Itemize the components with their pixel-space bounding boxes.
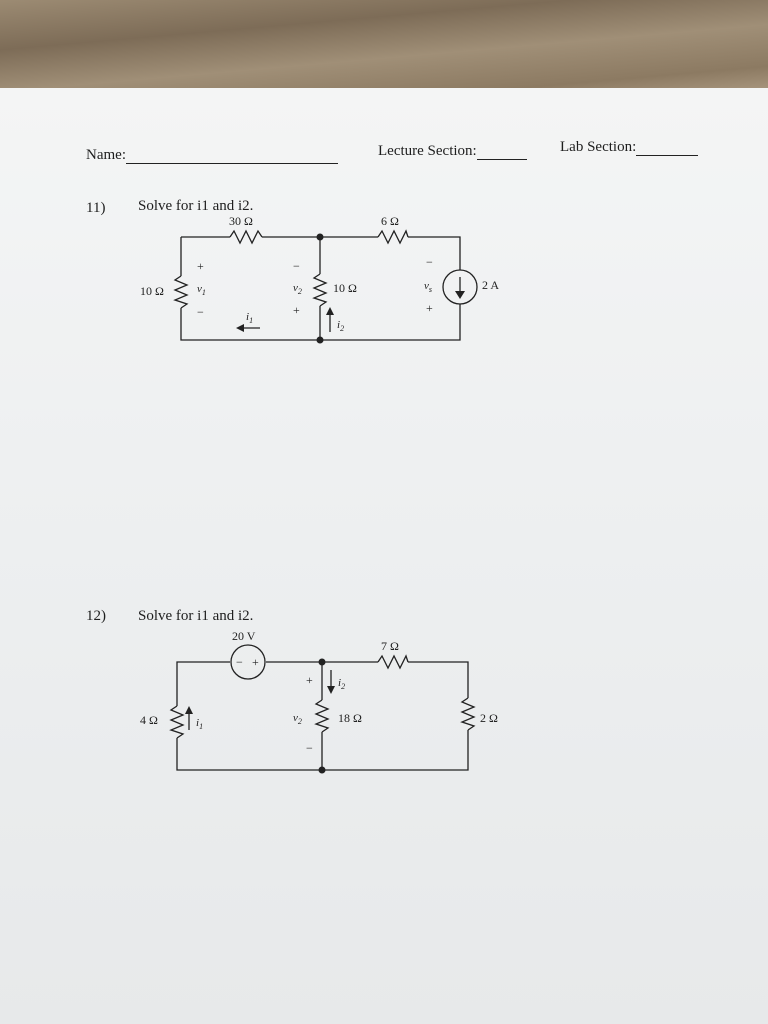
c12-label-20V: 20 V [232,629,256,643]
c11-vs-label: vs [424,280,432,294]
c12-label-18ohm: 18 Ω [338,711,362,725]
c12-source-minus: − [236,655,243,669]
c12-i1-label: i1 [196,717,203,731]
c11-resistor-6 [377,229,409,245]
c12-label-4ohm: 4 Ω [140,713,158,727]
circuit-12-diagram: 20 V − + 7 Ω 4 Ω 18 Ω 2 Ω + − v2 i1 i2 [140,629,498,774]
c11-node-bottom [316,336,324,344]
c11-v2-label: v2 [293,282,302,296]
c12-resistor-4 [169,705,185,739]
c11-v1-plus: + [197,259,204,273]
lecture-section-field: Lecture Section: [378,143,527,160]
c12-voltage-source [230,644,266,680]
c11-v2-plus: + [293,303,300,317]
lab-section-label: Lab Section: [560,139,637,155]
c11-label-mid-10ohm: 10 Ω [333,281,357,295]
lecture-section-label: Lecture Section: [378,143,477,159]
c11-resistor-30 [229,229,263,245]
c12-node-top [318,658,326,666]
c11-label-2A: 2 A [482,278,499,292]
c11-source-arrow-head [455,291,465,299]
c12-i1-arrow-head [185,706,193,714]
c11-i2-label: i2 [337,319,344,333]
c11-resistor-left-10 [173,275,189,309]
c12-wire-left-top [176,661,230,706]
c11-i2-arrow-head [326,307,334,315]
c11-i1-arrow-head [236,324,244,332]
c11-label-30ohm: 30 Ω [229,214,253,228]
c12-resistor-7 [377,654,409,670]
c12-resistor-18 [314,699,330,733]
c11-current-source [442,269,478,305]
c12-label-7ohm: 7 Ω [381,639,399,653]
lecture-section-blank[interactable] [476,159,527,160]
c11-i1-label: i1 [246,311,253,325]
c11-vs-minus: − [426,255,433,269]
c12-label-2ohm: 2 Ω [480,711,498,725]
problem-12-prompt: Solve for i1 and i2. [138,608,254,624]
problem-12-number: 12) [86,608,106,624]
c11-wire-right-top [408,236,461,270]
c12-i2-label: i2 [338,677,345,691]
name-label: Name: [86,147,126,163]
c11-node-top [316,233,324,241]
c12-wire-right-top [408,661,469,698]
problem-11-number: 11) [86,200,106,216]
c11-v1-label: v1 [197,283,206,297]
worksheet-paper: Name: Lecture Section: Lab Section: 11) … [0,88,768,1024]
c11-label-left-10ohm: 10 Ω [140,284,164,298]
c12-source-plus: + [252,655,259,669]
c12-v2-minus: − [306,741,313,755]
c11-label-6ohm: 6 Ω [381,214,399,228]
c12-resistor-2 [460,697,476,731]
name-field: Name: [86,147,338,164]
lab-section-blank[interactable] [636,155,699,156]
name-blank[interactable] [125,163,338,164]
c12-node-bottom [318,766,326,774]
c11-vs-plus: + [426,301,433,315]
c12-i2-arrow-head [327,686,335,694]
c11-resistor-mid-10 [312,273,328,307]
c11-v1-minus: − [197,305,204,319]
circuit-11-diagram: 30 Ω 6 Ω 10 Ω 10 Ω 2 A + − v1 − + v2 − +… [140,214,499,344]
c11-v2-minus: − [293,259,300,273]
c12-v2-plus: + [306,673,313,687]
problem-11-prompt: Solve for i1 and i2. [138,198,254,214]
c12-v2-label: v2 [293,712,302,726]
wooden-table-background [0,0,768,100]
lab-section-field: Lab Section: [560,139,699,156]
